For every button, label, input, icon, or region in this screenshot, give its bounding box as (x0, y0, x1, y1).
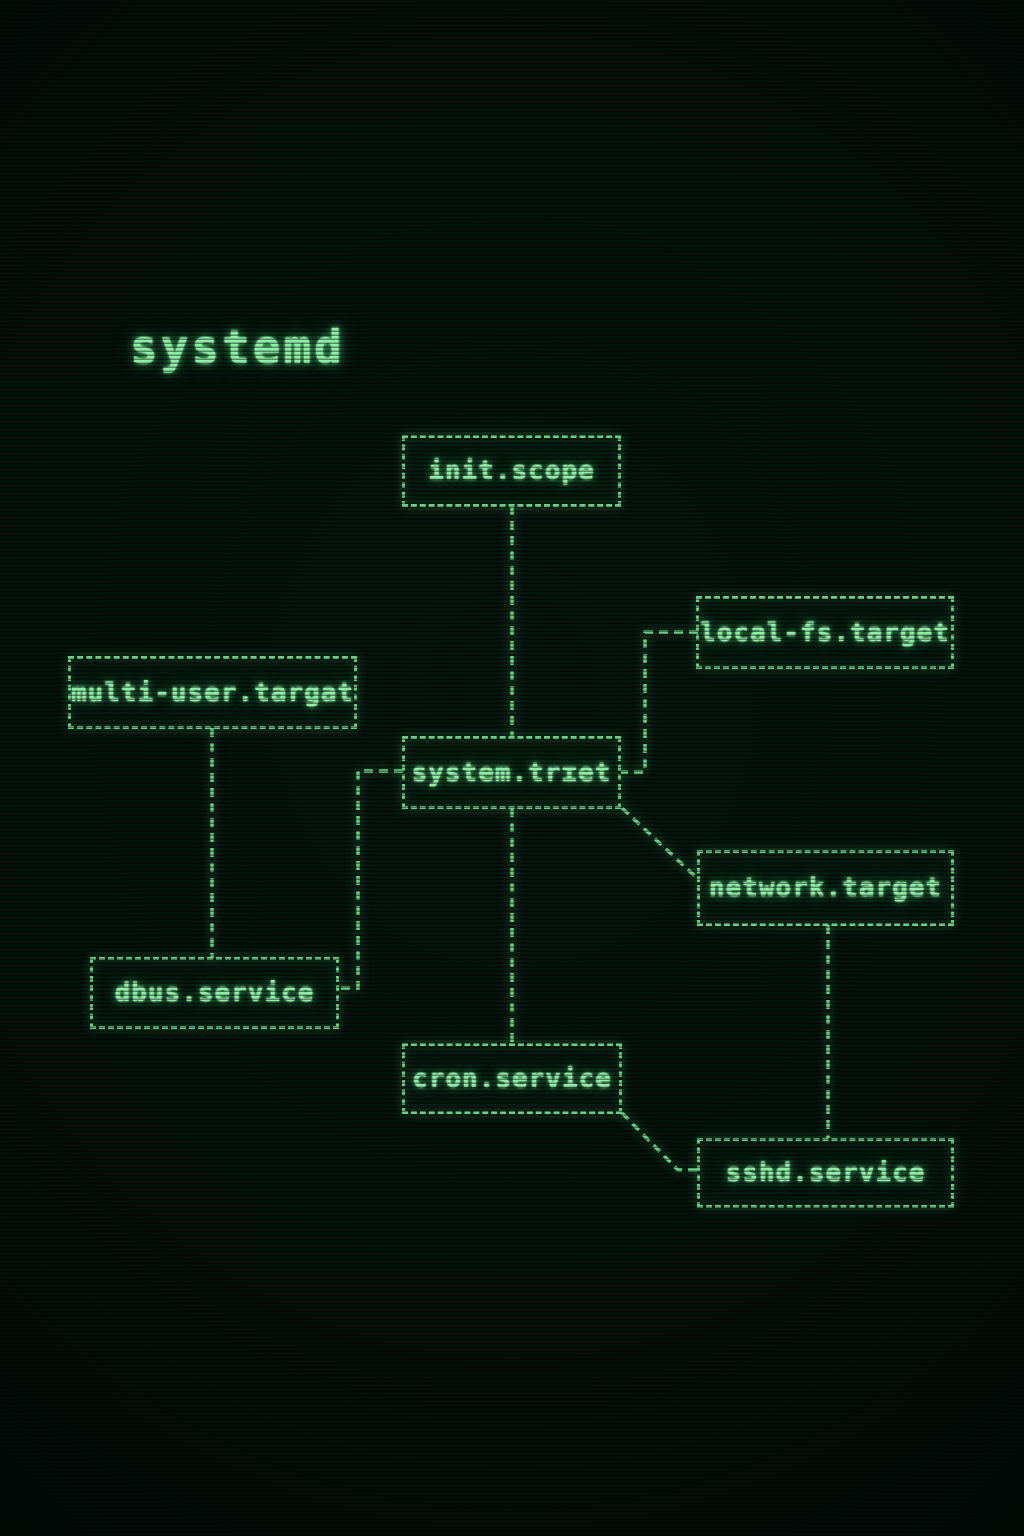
node-multi-user-target: multi-user.targat (68, 656, 357, 729)
node-network-target: network.target (697, 850, 954, 926)
node-label: network.target (708, 873, 943, 903)
node-label: init.scope (428, 456, 595, 486)
node-label: dbus.service (114, 978, 315, 1008)
node-init-scope: init.scope (402, 435, 621, 507)
node-label: local-fs.target (700, 617, 950, 648)
edge-system-to-network (620, 806, 699, 880)
node-label: multi-user.targat (70, 677, 355, 708)
node-system-triet: system.trɪet (402, 736, 621, 809)
edge-cron-to-sshd (620, 1111, 697, 1172)
node-label: cron.service (412, 1063, 612, 1094)
node-local-fs-target: local-fs.target (696, 596, 954, 669)
node-cron-service: cron.service (402, 1043, 622, 1114)
edge-system-to-localfs (621, 630, 698, 774)
node-label: system.trɪet (411, 757, 612, 788)
node-sshd-service: sshd.service (697, 1138, 954, 1208)
node-dbus-service: dbus.service (90, 957, 339, 1029)
diagram-title: systemd (130, 320, 345, 374)
node-label: sshd.service (725, 1158, 926, 1188)
edge-system-to-dbus (338, 769, 403, 990)
